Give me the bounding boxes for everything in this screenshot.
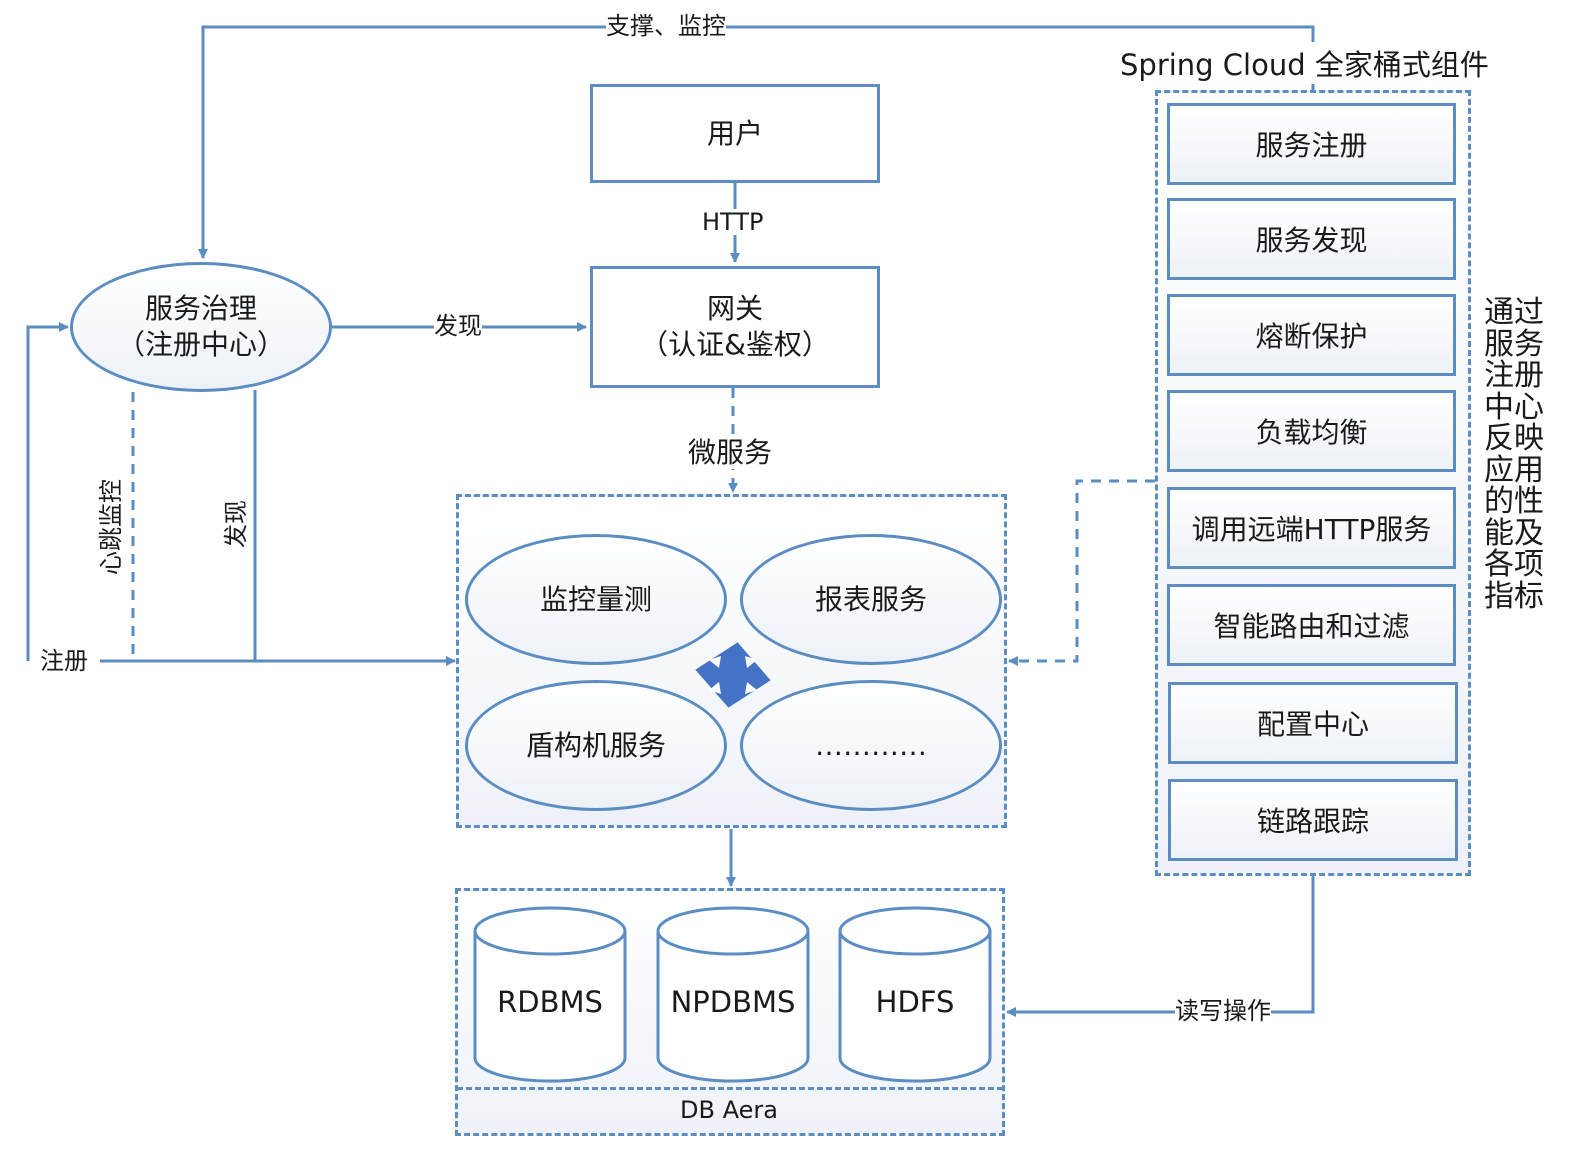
db-label-rdbms: RDBMS — [497, 985, 603, 1019]
sc-item-label: 智能路由和过滤 — [1213, 610, 1410, 643]
governance-label-line1: 服务治理 — [144, 292, 257, 326]
sc-item-config-center: 配置中心 — [1168, 682, 1458, 764]
sc-item-label: 熔断保护 — [1255, 320, 1368, 353]
cylinder-hdfs — [838, 906, 992, 1083]
sc-item-label: 负载均衡 — [1255, 416, 1368, 449]
service-more: ………… — [740, 680, 1002, 811]
db-area-divider — [457, 1087, 1003, 1090]
gateway-label-line2: （认证&鉴权） — [640, 328, 830, 361]
service-reporting: 报表服务 — [740, 534, 1002, 665]
user-box: 用户 — [590, 84, 880, 183]
sc-item-routing-filtering: 智能路由和过滤 — [1167, 584, 1456, 666]
sc-item-tracing: 链路跟踪 — [1168, 779, 1458, 861]
sc-item-label: 调用远端HTTP服务 — [1191, 513, 1432, 546]
sc-item-remote-http: 调用远端HTTP服务 — [1167, 487, 1456, 569]
sc-item-label: 服务发现 — [1255, 224, 1368, 257]
edge-read-write — [1006, 876, 1315, 1017]
label-microservice: 微服务 — [688, 436, 773, 469]
db-area-label: DB Aera — [680, 1096, 778, 1124]
cylinder-npdbms — [656, 906, 810, 1083]
service-label: 盾构机服务 — [525, 728, 666, 762]
label-register: 注册 — [40, 647, 88, 675]
governance-node: 服务治理 （注册中心） — [70, 262, 332, 392]
sc-item-label: 配置中心 — [1256, 708, 1369, 741]
spring-cloud-title: Spring Cloud 全家桶式组件 — [1120, 42, 1489, 84]
db-label-hdfs: HDFS — [875, 985, 955, 1019]
db-label-npdbms: NPDBMS — [670, 985, 796, 1019]
sc-item-label: 链路跟踪 — [1256, 805, 1369, 838]
label-read-write: 读写操作 — [1175, 997, 1271, 1025]
sc-item-load-balancing: 负载均衡 — [1167, 390, 1456, 472]
cylinder-rdbms — [473, 906, 627, 1083]
label-discover-right: 发现 — [434, 312, 482, 340]
label-support-monitor: 支撑、监控 — [606, 12, 726, 40]
service-tbm: 盾构机服务 — [465, 680, 727, 811]
user-label: 用户 — [706, 116, 763, 150]
gateway-box: 网关 （认证&鉴权） — [590, 266, 880, 388]
sc-item-label: 服务注册 — [1255, 129, 1368, 162]
governance-label-line2: （注册中心） — [116, 328, 285, 361]
gateway-label-line1: 网关 — [706, 292, 763, 326]
service-label: 监控量测 — [539, 582, 652, 616]
edge-sc-ms — [1008, 479, 1155, 666]
edge-register-loop — [26, 322, 69, 661]
spring-cloud-side-note: 通过服务注册中心反映应用的性能及各项指标 — [1484, 295, 1544, 614]
interconnect-icon — [695, 642, 771, 708]
sc-item-service-discovery: 服务发现 — [1167, 198, 1456, 280]
service-label: 报表服务 — [814, 582, 927, 616]
sc-item-circuit-breaker: 熔断保护 — [1167, 294, 1456, 376]
service-monitoring: 监控量测 — [465, 534, 727, 665]
label-http: HTTP — [702, 208, 764, 236]
sc-item-service-registration: 服务注册 — [1167, 103, 1456, 185]
service-label: ………… — [815, 728, 927, 762]
